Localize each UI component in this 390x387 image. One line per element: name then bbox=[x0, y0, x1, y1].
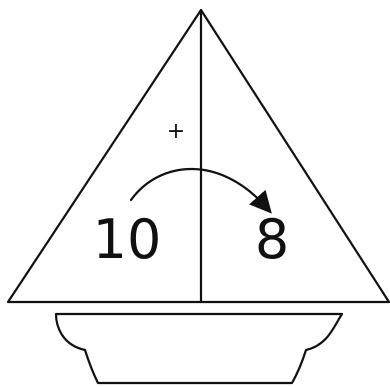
arc-arrow bbox=[131, 169, 266, 207]
right-number: 8 bbox=[255, 208, 289, 271]
operator-sign: + bbox=[167, 119, 185, 144]
left-number: 10 bbox=[93, 208, 162, 271]
sail-triangle bbox=[8, 10, 389, 302]
boat-hull bbox=[56, 314, 342, 383]
